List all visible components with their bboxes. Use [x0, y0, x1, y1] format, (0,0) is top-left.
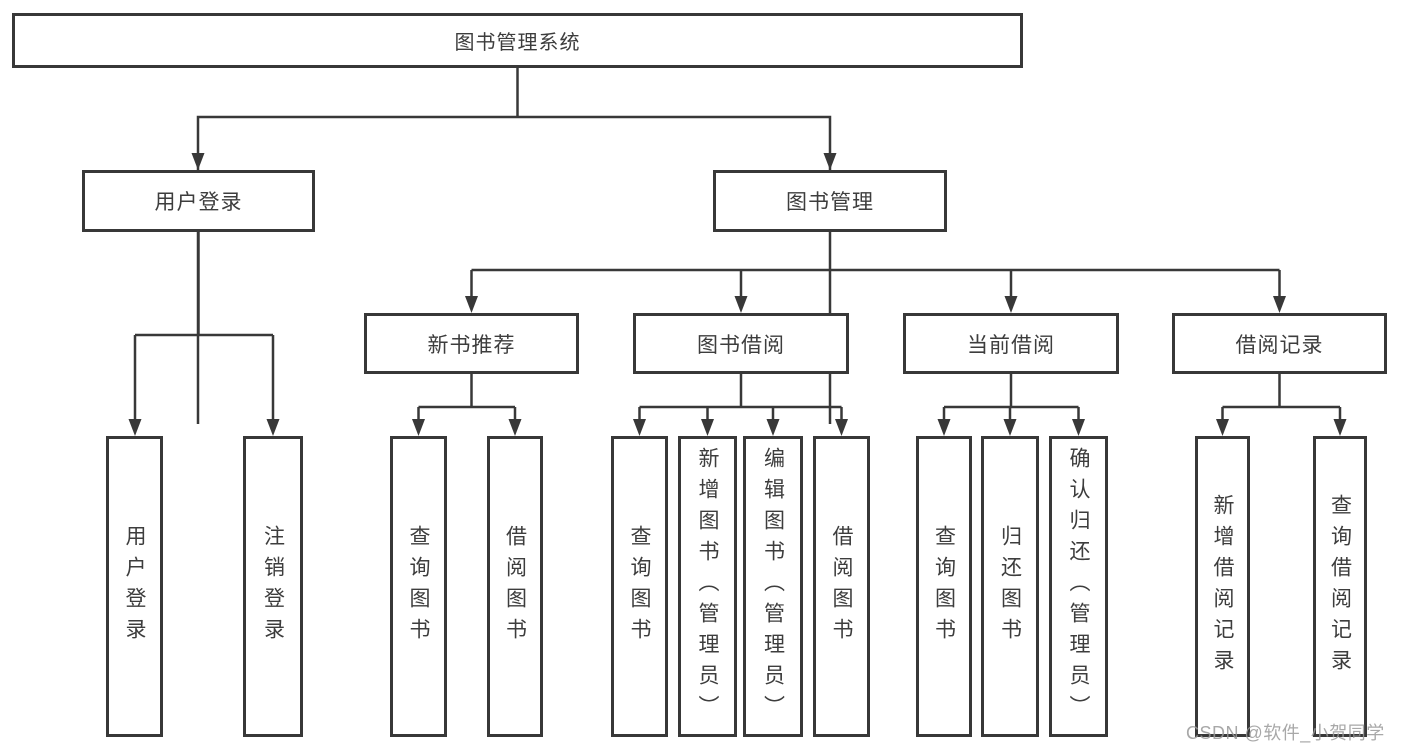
csdn-watermark: CSDN @软件_小贺同学 — [1186, 723, 1385, 743]
arrow-down-icon — [128, 419, 142, 436]
arrow-down-icon — [766, 419, 780, 436]
node-user-login: 用户登录 — [82, 170, 315, 232]
arrow-down-icon — [734, 296, 748, 313]
node-book-borrowing: 图书借阅 — [633, 313, 849, 374]
connector-path — [133, 68, 1342, 424]
arrow-down-icon — [412, 419, 425, 436]
leaf-query-borrow-record: 查询借阅记录 — [1313, 436, 1367, 737]
leaf-query-books-recommend: 查询图书 — [390, 436, 447, 737]
arrow-down-icon — [191, 153, 205, 170]
node-new-book-recommendation: 新书推荐 — [364, 313, 579, 374]
leaf-add-borrow-record: 新增借阅记录 — [1195, 436, 1250, 737]
node-library-management-system: 图书管理系统 — [12, 13, 1023, 68]
arrow-down-icon — [1072, 419, 1085, 436]
arrow-down-icon — [835, 419, 848, 436]
arrow-down-icon — [508, 419, 522, 436]
leaf-borrow-books-borrow: 借阅图书 — [813, 436, 870, 737]
arrow-down-icon — [1216, 419, 1229, 436]
arrow-down-icon — [465, 296, 478, 313]
arrow-down-icon — [701, 419, 714, 436]
leaf-edit-book-admin: 编辑图书（管理员） — [743, 436, 803, 737]
arrow-down-icon — [1004, 296, 1018, 313]
arrowheads — [128, 153, 1347, 436]
node-borrowing-records: 借阅记录 — [1172, 313, 1387, 374]
leaf-user-login: 用户登录 — [106, 436, 163, 737]
leaf-query-books-current: 查询图书 — [916, 436, 972, 737]
leaf-logout: 注销登录 — [243, 436, 303, 737]
leaf-add-book-admin: 新增图书（管理员） — [678, 436, 737, 737]
arrow-down-icon — [266, 419, 280, 436]
arrow-down-icon — [1003, 419, 1017, 436]
node-current-borrowing: 当前借阅 — [903, 313, 1119, 374]
leaf-borrow-books-recommend: 借阅图书 — [487, 436, 543, 737]
leaf-confirm-return-admin: 确认归还（管理员） — [1049, 436, 1108, 737]
arrow-down-icon — [823, 153, 837, 170]
arrow-down-icon — [1333, 419, 1347, 436]
arrow-down-icon — [937, 419, 951, 436]
leaf-query-books-borrow: 查询图书 — [611, 436, 668, 737]
arrow-down-icon — [1273, 296, 1286, 313]
leaf-return-book: 归还图书 — [981, 436, 1039, 737]
arrow-down-icon — [633, 419, 646, 436]
node-book-management: 图书管理 — [713, 170, 947, 232]
